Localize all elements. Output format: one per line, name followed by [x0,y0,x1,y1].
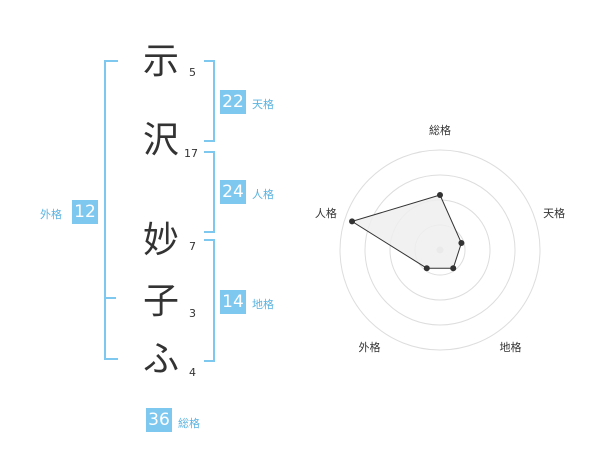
gaikaku-bracket-tick [104,297,116,299]
stroke-count-3: 7 [189,240,196,253]
radar-ring [364,174,516,326]
radar-axis-label: 外格 [358,340,380,354]
name-char-1: 示 [142,41,179,82]
gaikaku-value: 12 [72,200,98,224]
radar-ring [339,149,541,351]
tenkaku-bracket [204,60,215,142]
radar-point-2 [458,240,465,247]
radar-axis-label: 天格 [543,206,565,220]
tenkaku-label: 天格 [252,98,274,111]
radar-point-3 [450,265,457,272]
radar-axis-label: 総格 [429,123,451,137]
radar-point-4 [423,265,430,272]
radar-series-polygon [350,194,462,269]
name-char-5: ふ [142,339,179,380]
name-char-3: 妙 [142,220,179,261]
radar-point-1 [437,192,443,198]
gaikaku-bracket [104,60,118,360]
chikaku-value: 14 [220,290,246,314]
jinkaku-bracket [204,151,215,233]
soukaku-value: 36 [146,408,172,432]
stroke-count-1: 5 [189,66,196,79]
stroke-count-5: 4 [189,366,196,379]
gaikaku-label: 外格 [40,208,62,221]
jinkaku-value: 24 [220,180,246,204]
radar-point-5 [349,218,356,225]
chikaku-label: 地格 [252,298,274,311]
radar-axis-label: 地格 [500,340,522,354]
jinkaku-label: 人格 [252,188,274,201]
chikaku-bracket [204,239,215,362]
name-char-2: 沢 [142,120,179,161]
radar-axis-label: 人格 [315,206,337,220]
tenkaku-value: 22 [220,90,246,114]
soukaku-label: 総格 [178,417,200,430]
name-char-4: 子 [142,281,179,322]
stroke-count-2: 17 [184,147,198,160]
stroke-count-4: 3 [189,307,196,320]
